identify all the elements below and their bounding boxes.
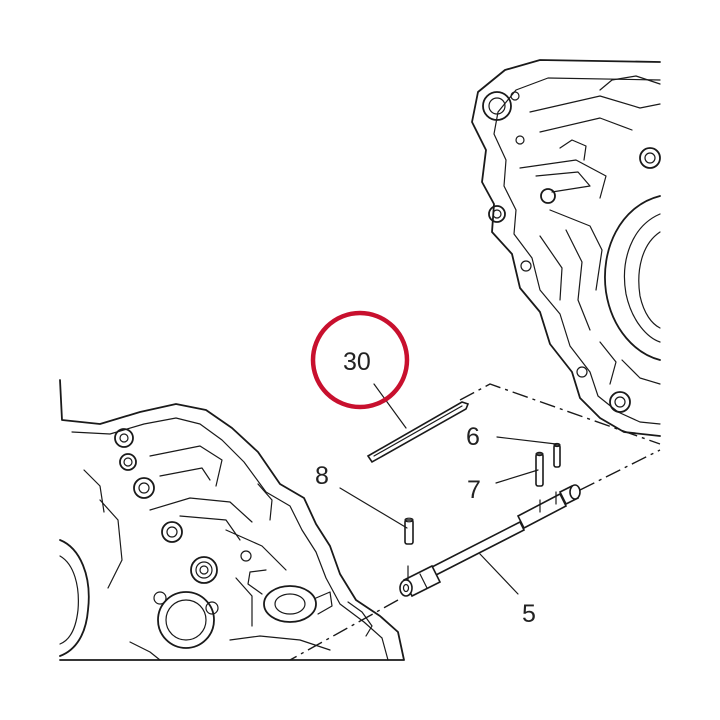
part-7-pin	[535, 451, 544, 487]
callout-6: 6	[466, 423, 480, 451]
right-crankcase-half	[471, 59, 661, 437]
leader-lines	[339, 383, 557, 595]
leader-8	[339, 487, 408, 529]
part-8-pin	[404, 517, 414, 545]
callout-30: 30	[343, 348, 371, 376]
pin-30-alignment-line	[459, 383, 661, 445]
leader-5	[479, 553, 519, 595]
part-5-shaft	[399, 484, 581, 598]
part-30-tapered-pin	[366, 401, 470, 464]
highlight-circle	[310, 310, 410, 410]
leader-7	[495, 469, 539, 484]
left-crankcase-half	[59, 379, 405, 661]
callout-7: 7	[467, 476, 481, 504]
leader-6	[496, 436, 557, 445]
shaft-axis-line	[579, 449, 661, 491]
callout-8: 8	[315, 462, 329, 490]
leader-30	[373, 383, 407, 429]
assembly-center-lines	[289, 383, 661, 661]
part-6-pin	[553, 442, 561, 468]
shaft-axis-line-left	[289, 599, 399, 661]
callout-5: 5	[522, 600, 536, 628]
